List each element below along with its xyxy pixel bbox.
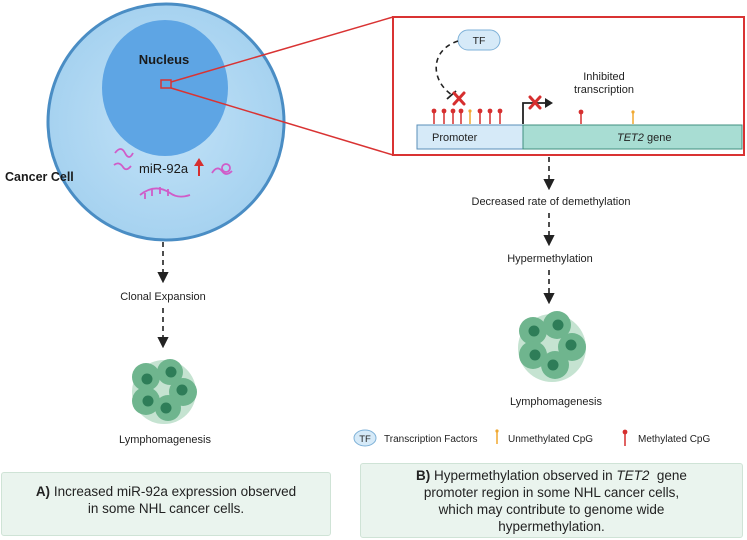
caption-b-line1a: Hypermethylation observed in xyxy=(430,468,617,483)
caption-b: B) Hypermethylation observed in TET2 gen… xyxy=(360,463,743,538)
right-tumor-cluster xyxy=(518,311,586,382)
promoter-label: Promoter xyxy=(432,132,478,144)
up-arrow-icon xyxy=(194,158,204,176)
caption-b-line2: promoter region in some NHL cancer cells… xyxy=(423,485,680,500)
caption-a: A) Increased miR-92a expression observed… xyxy=(1,472,331,536)
inhibited-text-line1: Inhibited xyxy=(583,71,625,83)
caption-b-gene: TET2 xyxy=(616,468,650,483)
caption-b-line1b: gene xyxy=(649,468,687,483)
left-tumor-cluster xyxy=(132,359,197,424)
transcription-start-arrow xyxy=(522,102,545,124)
caption-a-line1: Increased miR-92a expression observed xyxy=(50,484,297,499)
legend-tf-icon: TF xyxy=(353,429,377,447)
legend-methylated-text: Methylated CpG xyxy=(638,434,710,445)
left-flow-step2: Lymphomagenesis xyxy=(119,434,211,446)
gene-cpg-sites xyxy=(578,109,635,124)
transcription-factor: TF xyxy=(457,29,501,51)
zoom-line-top xyxy=(170,16,394,83)
right-flow-step1: Decreased rate of demethylation xyxy=(472,196,631,208)
right-flow-step2: Hypermethylation xyxy=(507,253,593,265)
legend-unmethylated-icon xyxy=(495,429,499,444)
blocked-x-icon xyxy=(452,91,466,106)
svg-text:TF: TF xyxy=(473,35,486,47)
mirna-strands xyxy=(113,148,233,199)
promoter-cpg-sites xyxy=(431,108,503,124)
promoter-box xyxy=(416,124,524,150)
caption-a-prefix: A) xyxy=(35,484,51,499)
legend-methylated-icon xyxy=(622,429,628,446)
caption-b-line3: which may contribute to genome wide xyxy=(438,502,665,517)
cell-label: Cancer Cell xyxy=(5,170,74,184)
blocked-transcription-x-icon xyxy=(528,95,542,110)
left-flow-step1: Clonal Expansion xyxy=(120,291,206,303)
zoom-source-box xyxy=(160,79,172,89)
legend-unmethylated-text: Unmethylated CpG xyxy=(508,434,593,445)
right-flow-step3: Lymphomagenesis xyxy=(510,396,602,408)
caption-a-line2: in some NHL cancer cells. xyxy=(87,501,245,516)
svg-text:TF: TF xyxy=(359,434,371,445)
tet2-gene-box xyxy=(522,124,743,150)
mirna-label: miR-92a xyxy=(139,161,189,176)
legend-tf-text: Transcription Factors xyxy=(384,434,478,445)
tet2-gene-label: TET2 gene xyxy=(617,132,671,144)
caption-b-line4: hypermethylation. xyxy=(498,519,605,534)
inhibited-text-line2: transcription xyxy=(574,84,634,96)
legend: TF Transcription Factors Unmethylated Cp… xyxy=(353,429,710,447)
caption-b-prefix: B) xyxy=(416,468,431,483)
zoom-line-bottom xyxy=(170,87,394,156)
cancer-cell: Nucleus miR-92a xyxy=(46,2,286,242)
nucleus-label: Nucleus xyxy=(139,52,190,67)
